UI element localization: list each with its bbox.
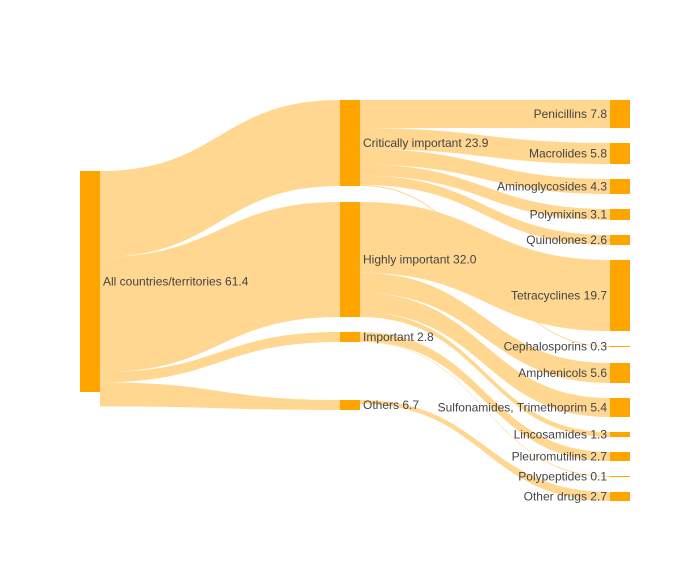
sankey-link-im-pep — [360, 341, 610, 477]
sankey-label-qui: Quinolones 2.6 — [526, 233, 607, 247]
sankey-node-ci — [340, 100, 360, 186]
sankey-label-ot: Others 6.7 — [363, 398, 419, 412]
sankey-node-tet — [610, 260, 630, 331]
sankey-node-qui — [610, 235, 630, 245]
sankey-label-oth: Other drugs 2.7 — [524, 490, 608, 504]
sankey-label-tet: Tetracyclines 19.7 — [511, 289, 607, 303]
sankey-node-all — [80, 171, 100, 392]
sankey-node-mac — [610, 143, 630, 164]
sankey-link-ci-qui — [360, 175, 610, 245]
sankey-node-pen — [610, 100, 630, 128]
sankey-node-sul — [610, 398, 630, 417]
sankey-link-im-ple — [360, 332, 610, 461]
sankey-link-ci-pen — [360, 100, 610, 129]
sankey-link-hi-sul — [360, 292, 610, 417]
sankey-link-hi-tet — [360, 202, 610, 331]
sankey-node-ami — [610, 179, 630, 194]
sankey-label-lin: Lincosamides 1.3 — [514, 428, 608, 442]
sankey-node-im — [340, 332, 360, 342]
sankey-label-cep: Cephalosporins 0.3 — [504, 340, 608, 354]
sankey-node-amp — [610, 363, 630, 383]
sankey-link-all-im — [100, 332, 340, 383]
sankey-label-pep: Polypeptides 0.1 — [518, 470, 607, 484]
sankey-node-cep — [610, 346, 630, 347]
sankey-label-all: All countries/territories 61.4 — [103, 275, 249, 289]
sankey-link-all-ci — [100, 100, 340, 258]
sankey-label-mac: Macrolides 5.8 — [529, 147, 607, 161]
sankey-link-all-ot — [100, 382, 340, 410]
sankey-label-pol: Polymixins 3.1 — [530, 208, 608, 222]
sankey-node-ple — [610, 452, 630, 461]
sankey-node-pep — [610, 476, 630, 477]
sankey-link-ci-ami — [360, 148, 610, 194]
sankey-node-hi — [340, 202, 360, 317]
sankey-link-ci-pol — [360, 164, 610, 220]
sankey-label-ple: Pleuromutilins 2.7 — [512, 450, 608, 464]
sankey-label-hi: Highly important 32.0 — [363, 253, 477, 267]
sankey-link-all-hi — [100, 202, 340, 373]
sankey-label-sul: Sulfonamides, Trimethoprim 5.4 — [438, 401, 608, 415]
sankey-label-amp: Amphenicols 5.6 — [518, 366, 607, 380]
sankey-label-im: Important 2.8 — [363, 330, 434, 344]
sankey-node-pol — [610, 209, 630, 220]
sankey-link-ci-mac — [360, 128, 610, 164]
labels-layer: All countries/territories 61.4 Critically… — [103, 107, 607, 504]
sankey-link-ot-oth — [360, 400, 610, 501]
sankey-node-ot — [340, 400, 360, 410]
sankey-label-ci: Critically important 23.9 — [363, 136, 489, 150]
sankey-link-hi-lin — [360, 312, 610, 437]
links-layer — [100, 100, 610, 501]
sankey-node-lin — [610, 432, 630, 437]
nodes-layer — [80, 100, 630, 501]
sankey-label-pen: Penicillins 7.8 — [534, 107, 608, 121]
sankey-label-ami: Aminoglycosides 4.3 — [497, 180, 607, 194]
sankey-link-hi-amp — [360, 272, 610, 383]
sankey-node-oth — [610, 492, 630, 501]
